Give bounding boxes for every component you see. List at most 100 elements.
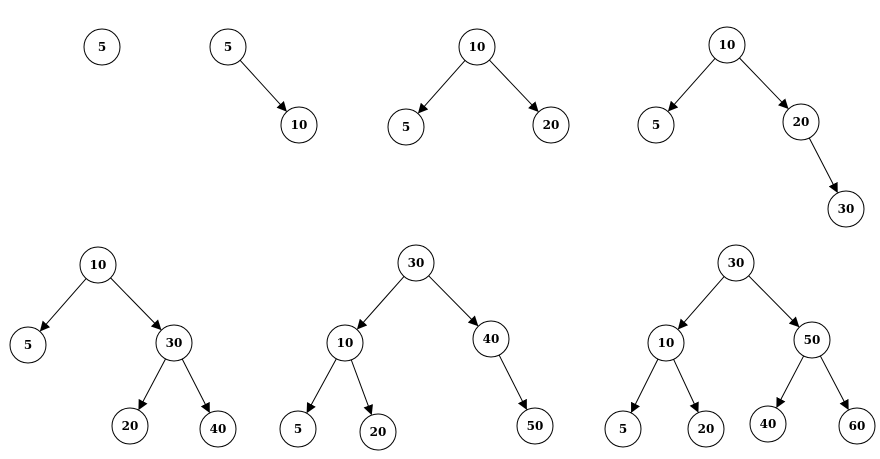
- tree-node: 10: [326, 324, 364, 362]
- edge-arrow: [181, 358, 210, 413]
- tree-node: 30: [827, 190, 865, 228]
- node-circle: [359, 413, 397, 451]
- node-circle: [199, 410, 237, 448]
- node-circle: [279, 410, 317, 448]
- node-label: 5: [98, 40, 106, 54]
- node-circle: [647, 324, 685, 362]
- tree-5: 10 5 30 20 40: [9, 246, 237, 448]
- node-circle: [793, 321, 831, 359]
- node-label: 30: [728, 256, 745, 270]
- tree-node: 10: [280, 106, 318, 144]
- tree-node: 5: [279, 410, 317, 448]
- node-circle: [79, 246, 117, 284]
- node-label: 5: [652, 118, 660, 132]
- node-label: 5: [224, 40, 232, 54]
- edge-arrow: [631, 358, 659, 413]
- node-label: 10: [337, 336, 354, 350]
- node-circle: [717, 244, 755, 282]
- node-label: 10: [291, 118, 308, 132]
- node-circle: [749, 405, 787, 443]
- tree-node: 20: [111, 407, 149, 445]
- edge-arrow: [748, 275, 800, 328]
- node-label: 40: [210, 422, 227, 436]
- tree-node: 20: [687, 410, 725, 448]
- node-label: 20: [370, 425, 387, 439]
- node-label: 20: [793, 115, 810, 129]
- edge-arrow: [428, 275, 479, 327]
- node-circle: [708, 26, 746, 64]
- node-circle: [83, 28, 121, 66]
- node-circle: [326, 324, 364, 362]
- node-label: 5: [24, 338, 32, 352]
- tree-node: 30: [397, 244, 435, 282]
- node-label: 10: [719, 38, 736, 52]
- node-circle: [604, 410, 642, 448]
- edge-arrow: [356, 276, 405, 330]
- node-circle: [387, 108, 425, 146]
- tree-node: 40: [472, 320, 510, 358]
- edge-arrow: [417, 60, 466, 114]
- edge-arrow: [350, 359, 373, 416]
- tree-node: 5: [637, 106, 675, 144]
- tree-node: 50: [516, 407, 554, 445]
- node-label: 20: [698, 422, 715, 436]
- node-label: 40: [760, 417, 777, 431]
- node-circle: [838, 407, 876, 445]
- node-circle: [155, 324, 193, 362]
- node-label: 10: [90, 258, 107, 272]
- node-label: 50: [527, 419, 544, 433]
- node-label: 5: [619, 422, 627, 436]
- node-circle: [516, 407, 554, 445]
- tree-2: 5 10: [209, 28, 318, 144]
- node-label: 30: [838, 202, 855, 216]
- node-circle: [532, 106, 570, 144]
- edge-arrow: [819, 355, 849, 411]
- node-label: 40: [483, 332, 500, 346]
- tree-node: 5: [604, 410, 642, 448]
- tree-7: 30 10 50 5 20 40 60: [604, 244, 876, 448]
- edge-arrow: [667, 58, 716, 112]
- tree-node: 10: [647, 324, 685, 362]
- edge-arrow: [306, 358, 337, 414]
- node-label: 5: [402, 120, 410, 134]
- tree-4: 10 5 20 30: [637, 26, 865, 228]
- node-circle: [111, 407, 149, 445]
- edge-arrow: [138, 358, 167, 411]
- tree-node: 40: [749, 405, 787, 443]
- node-label: 50: [804, 333, 821, 347]
- node-circle: [782, 103, 820, 141]
- tree-3: 10 5 20: [387, 28, 570, 146]
- edge-arrow: [489, 59, 539, 112]
- tree-node: 5: [9, 326, 47, 364]
- tree-node: 50: [793, 321, 831, 359]
- tree-node: 5: [83, 28, 121, 66]
- node-label: 30: [408, 256, 425, 270]
- node-circle: [637, 106, 675, 144]
- edge-arrow: [808, 137, 838, 194]
- tree-6: 30 10 40 5 20 50: [279, 244, 554, 451]
- tree-node: 10: [79, 246, 117, 284]
- node-label: 60: [849, 419, 866, 433]
- node-circle: [280, 106, 318, 144]
- tree-node: 10: [458, 28, 496, 66]
- node-circle: [827, 190, 865, 228]
- edge-arrow: [677, 276, 725, 330]
- tree-node: 5: [387, 108, 425, 146]
- node-circle: [9, 326, 47, 364]
- tree-node: 20: [532, 106, 570, 144]
- tree-1: 5: [83, 28, 121, 66]
- node-label: 20: [543, 118, 560, 132]
- node-label: 10: [658, 336, 675, 350]
- tree-node: 60: [838, 407, 876, 445]
- tree-node: 40: [199, 410, 237, 448]
- tree-node: 30: [155, 324, 193, 362]
- edge-arrow: [673, 359, 699, 413]
- node-label: 30: [166, 336, 183, 350]
- tree-node: 10: [708, 26, 746, 64]
- node-circle: [397, 244, 435, 282]
- node-circle: [472, 320, 510, 358]
- edge-arrow: [239, 59, 287, 112]
